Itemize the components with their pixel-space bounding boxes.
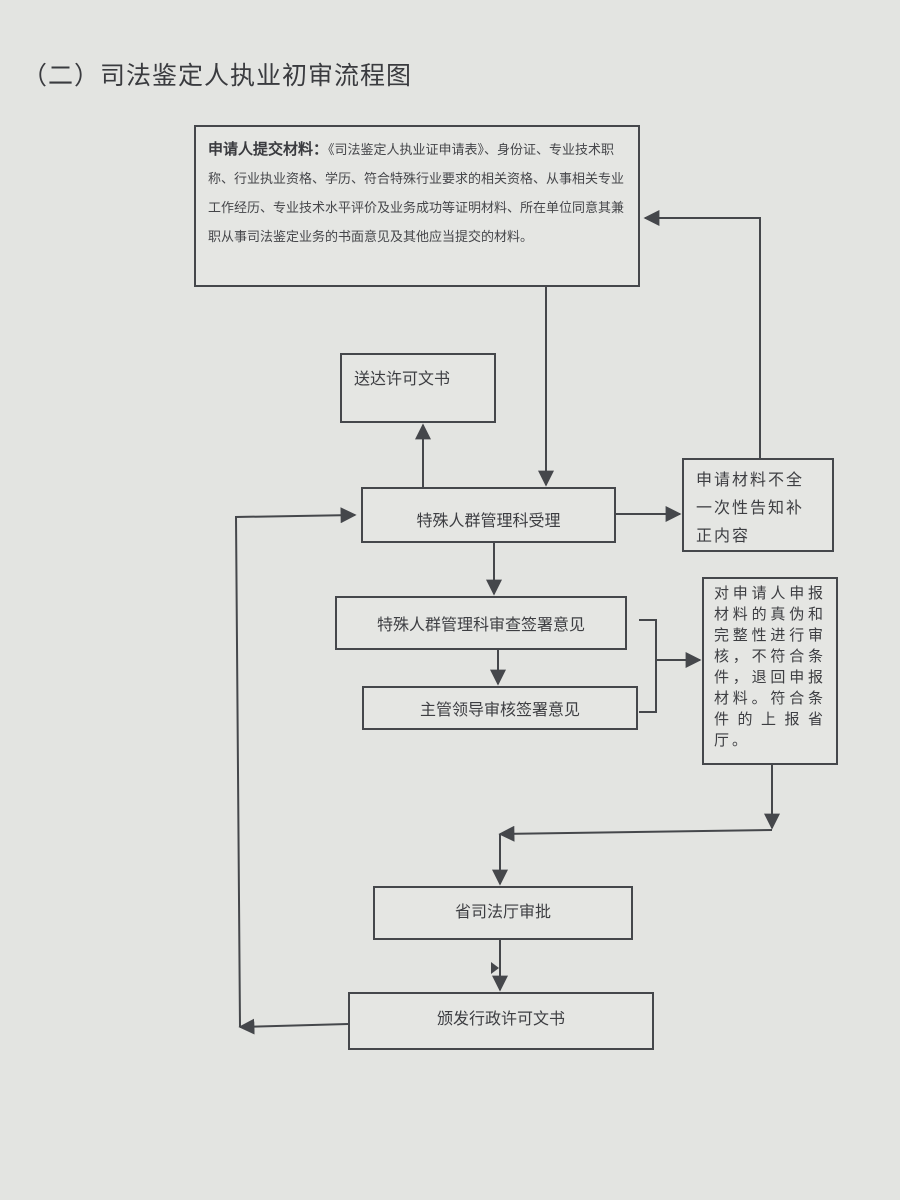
node-province-approval: 省司法厅审批: [373, 886, 633, 940]
stray-arrowhead-icon: [491, 962, 499, 974]
submit-materials-text: 《司法鉴定人执业证申请表》、身份证、专业技术职称、行业执业资格、学历、符合特殊行…: [208, 143, 625, 245]
arrow-notify-to-materials: [643, 210, 761, 458]
submit-materials-lead: 申请人提交材料：: [208, 140, 329, 158]
node-submit-materials: 申请人提交材料：《司法鉴定人执业证申请表》、身份证、专业技术职称、行业执业资格、…: [194, 125, 640, 287]
bracket-review-leader: [639, 619, 657, 713]
node-section-review: 特殊人群管理科审查签署意见: [335, 596, 627, 650]
node-notify-incomplete: 申请材料不全一次性告知补正内容: [682, 458, 834, 552]
page-title: （二）司法鉴定人执业初审流程图: [22, 61, 413, 90]
node-accept: 特殊人群管理科受理: [361, 487, 616, 543]
node-deliver-permit: 送达许可文书: [340, 353, 496, 423]
arrow-left-up-to-accept: [234, 507, 357, 1028]
node-verify-materials: 对申请人申报材料的真伪和完整性进行审核，不符合条件，退回申报材料。符合条件的上报…: [702, 577, 838, 765]
node-leader-review: 主管领导审核签署意见: [362, 686, 638, 730]
arrow-to-province-left: [498, 825, 773, 842]
arrow-issue-to-left: [238, 1018, 349, 1035]
node-issue-permit: 颁发行政许可文书: [348, 992, 654, 1050]
